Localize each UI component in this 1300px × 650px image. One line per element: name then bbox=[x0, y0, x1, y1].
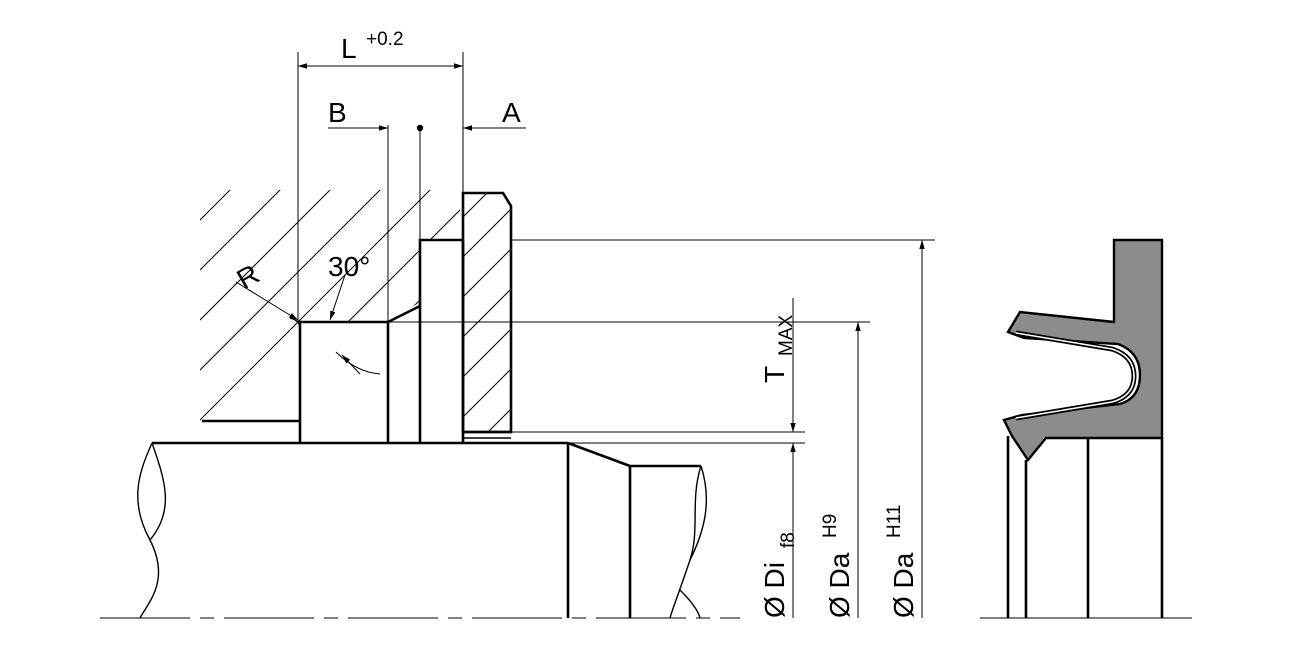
dimension-Da-H9: Ø Da H9 bbox=[820, 322, 861, 618]
label-A: A bbox=[502, 97, 521, 128]
label-Di-sub: f8 bbox=[778, 532, 799, 548]
seal-body bbox=[1002, 238, 1164, 463]
dimension-T-max: T MAX bbox=[759, 298, 797, 432]
shaft bbox=[100, 441, 740, 619]
dimension-Di: Ø Di f8 bbox=[759, 443, 799, 618]
label-angle: 30° bbox=[328, 251, 370, 282]
angle-30: 30° bbox=[328, 251, 381, 375]
label-Da11: Ø Da bbox=[888, 552, 919, 618]
dimension-B-A: B A bbox=[328, 97, 526, 322]
groove-outline bbox=[202, 238, 465, 442]
radius-R: R bbox=[232, 258, 299, 321]
label-T-sub: MAX bbox=[776, 315, 797, 357]
reference-point bbox=[416, 124, 424, 132]
dimension-Da-H11: Ø Da H11 bbox=[884, 240, 925, 618]
housing-hatching bbox=[200, 190, 460, 420]
label-L: L bbox=[341, 33, 357, 64]
label-Di: Ø Di bbox=[759, 562, 790, 618]
extension-lines bbox=[388, 239, 935, 444]
label-Da11-sup: H11 bbox=[884, 505, 905, 538]
spring-inner bbox=[1015, 332, 1135, 419]
label-T: T bbox=[759, 366, 790, 383]
label-R: R bbox=[232, 258, 265, 295]
seal-profile bbox=[980, 238, 1192, 619]
label-Da9-sup: H9 bbox=[820, 514, 841, 538]
label-Da9: Ø Da bbox=[824, 552, 855, 618]
label-B: B bbox=[328, 97, 347, 128]
label-L-tolerance: +0.2 bbox=[366, 29, 404, 50]
dimension-L: L +0.2 bbox=[297, 29, 464, 322]
